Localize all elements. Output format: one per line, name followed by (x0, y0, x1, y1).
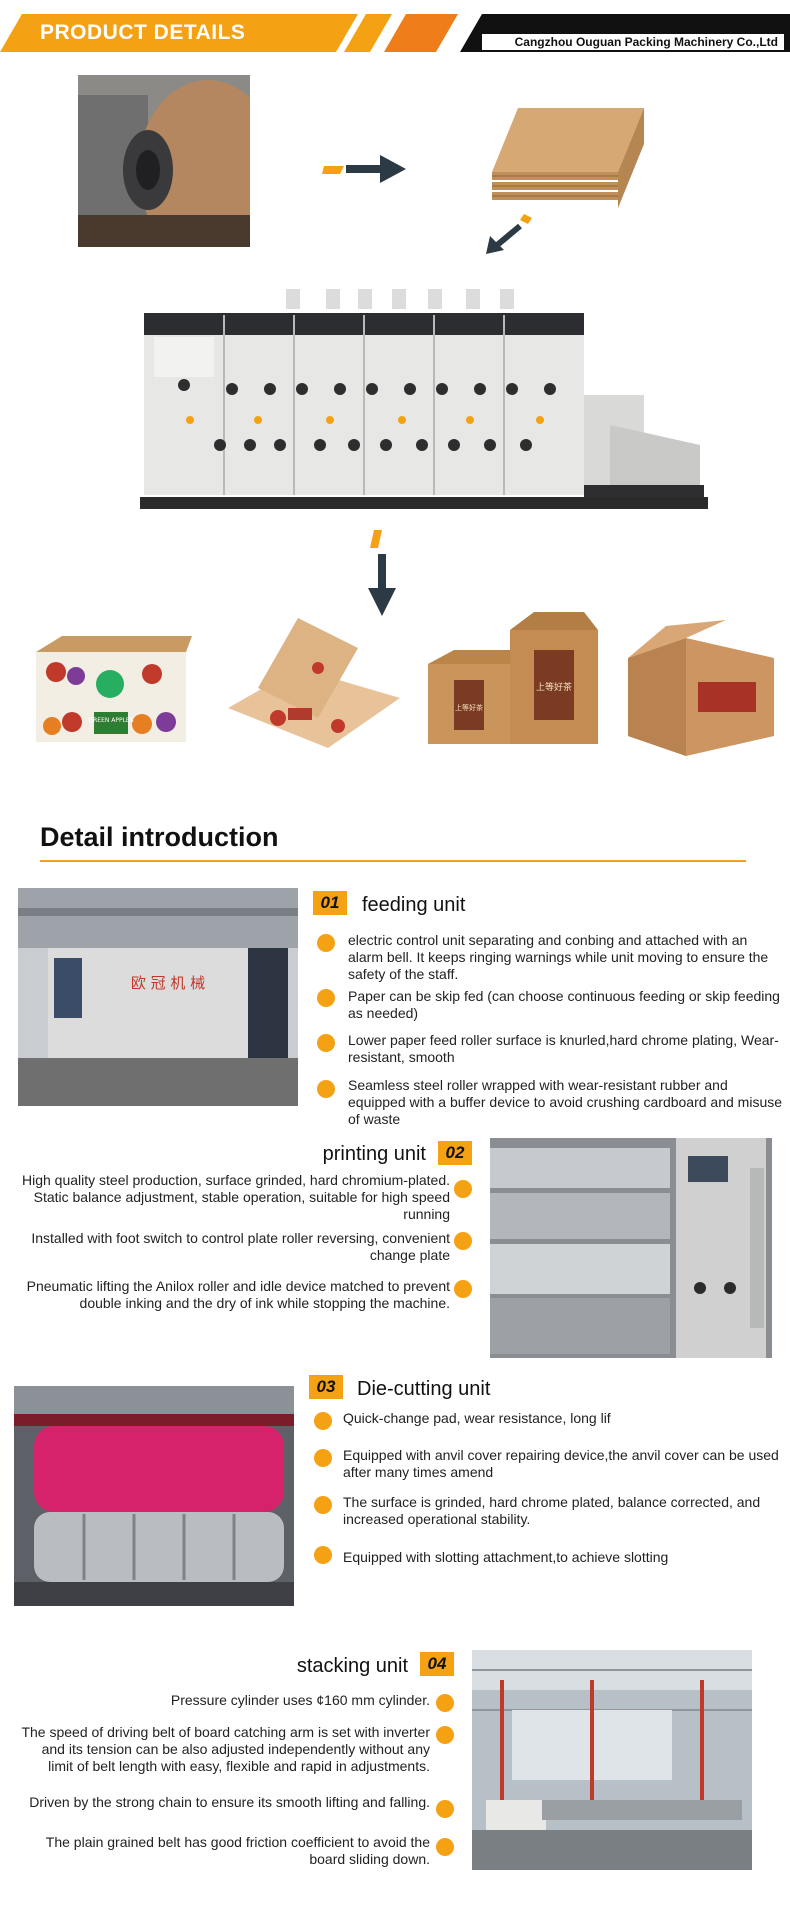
bullet-dot (436, 1800, 454, 1818)
bullet-text: High quality steel production, surface g… (21, 1172, 450, 1222)
die-cutting-unit-photo (14, 1386, 294, 1606)
bullet-dot (436, 1838, 454, 1856)
gift-boxes-photo: 上等好茶 上等好茶 (424, 610, 604, 750)
bullet-dot (317, 934, 335, 952)
bullet-dot (317, 989, 335, 1007)
bullet-text: Installed with foot switch to control pl… (31, 1230, 450, 1263)
company-name: Cangzhou Ouguan Packing Machinery Co.,Lt… (482, 34, 784, 50)
arrow-down-left-icon (484, 214, 532, 261)
bullet-text: Equipped with slotting attachment,to ach… (343, 1549, 669, 1565)
printing-slotting-machine-photo (140, 285, 708, 517)
pizza-box-photo (218, 608, 402, 758)
unit-title: feeding unit (362, 894, 466, 916)
bullet-text: Equipped with anvil cover repairing devi… (343, 1447, 779, 1480)
unit-number-badge: 03 (309, 1375, 343, 1399)
bullet-dot (436, 1694, 454, 1712)
bullet-text: electric control unit separating and con… (348, 932, 769, 982)
arrow-down-icon (366, 530, 398, 623)
bullet-text: Driven by the strong chain to ensure its… (29, 1794, 430, 1810)
bullet-dot (454, 1232, 472, 1250)
shipping-carton-photo (626, 618, 776, 758)
factory-sign: 欧 冠 机 械 (131, 974, 205, 992)
bullet-text: The plain grained belt has good friction… (45, 1834, 430, 1867)
box-label-tea-small: 上等好茶 (455, 703, 483, 712)
section-divider (40, 860, 746, 862)
bullet-dot (314, 1412, 332, 1430)
unit-number-badge: 04 (420, 1652, 454, 1676)
bullet-text: Paper can be skip fed (can choose contin… (348, 988, 780, 1021)
unit-number-badge: 02 (438, 1141, 472, 1165)
bullet-dot (454, 1180, 472, 1198)
bullet-text: Pressure cylinder uses ¢160 mm cylinder. (170, 1692, 430, 1708)
bullet-dot (314, 1546, 332, 1564)
fruit-box-photo: GREEN APPLES (32, 632, 196, 750)
bullet-dot (314, 1449, 332, 1467)
bullet-text: Lower paper feed roller surface is knurl… (348, 1032, 779, 1065)
unit-title: printing unit (322, 1143, 426, 1165)
bullet-text: The surface is grinded, hard chrome plat… (343, 1494, 761, 1527)
printing-unit-photo (490, 1138, 772, 1358)
bullet-dot (436, 1726, 454, 1744)
box-label-green: GREEN APPLES (88, 717, 133, 724)
unit-title: stacking unit (296, 1655, 408, 1677)
unit-title: Die-cutting unit (357, 1378, 491, 1400)
header-orange-banner (0, 14, 358, 52)
arrow-right-icon (322, 152, 408, 191)
header-stripe (384, 14, 458, 52)
bullet-text: The speed of driving belt of board catch… (21, 1724, 430, 1774)
unit-number-badge: 01 (313, 891, 347, 915)
bullet-dot (317, 1034, 335, 1052)
paper-roll-photo (78, 75, 250, 247)
feeding-unit-photo: 欧 冠 机 械 (18, 888, 298, 1106)
bullet-dot (317, 1080, 335, 1098)
bullet-text: Seamless steel roller wrapped with wear-… (348, 1077, 783, 1127)
bullet-text: Pneumatic lifting the Anilox roller and … (26, 1278, 450, 1311)
bullet-dot (314, 1496, 332, 1514)
box-label-tea: 上等好茶 (536, 681, 572, 693)
section-title: Detail introduction (40, 822, 279, 852)
bullet-text: Quick-change pad, wear resistance, long … (343, 1410, 611, 1426)
stacking-unit-photo (472, 1650, 752, 1870)
header-title: PRODUCT DETAILS (40, 21, 246, 44)
corrugated-board-photo (488, 102, 644, 210)
bullet-dot (454, 1280, 472, 1298)
